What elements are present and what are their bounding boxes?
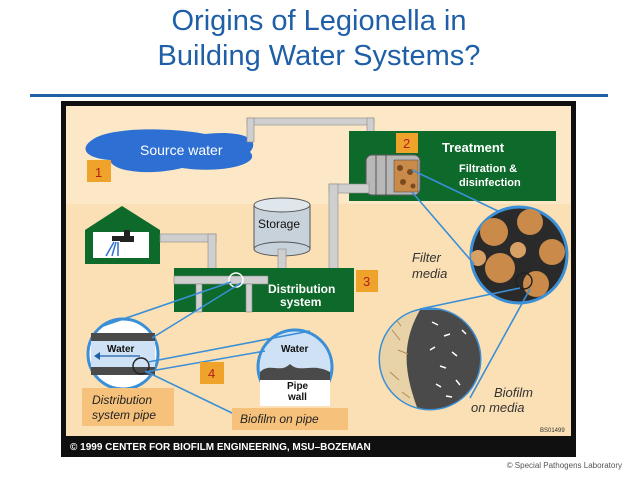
filter-media-label-1: Filter	[412, 250, 442, 265]
biofilm-pipe-caption: Biofilm on pipe	[240, 412, 319, 426]
filtration-label-2: disinfection	[459, 177, 521, 189]
filter-media-label-2: media	[412, 266, 447, 281]
magnification-lines	[99, 169, 531, 414]
pipe-wall-label-2: wall	[287, 392, 307, 403]
figure-code: BS01499	[540, 428, 565, 434]
source-water-label: Source water	[140, 142, 223, 158]
distribution-pipe-caption-box	[82, 388, 174, 426]
title-divider	[30, 94, 608, 97]
biofilm-pipe-magnified	[256, 328, 334, 406]
marker-2-box	[396, 133, 418, 153]
distribution-label-2: system	[280, 295, 321, 309]
distribution-label-1: Distribution	[268, 282, 335, 296]
slide-title-line-2: Building Water Systems?	[157, 40, 481, 72]
filter-media-magnified	[469, 205, 569, 305]
marker-3: 3	[363, 274, 370, 289]
marker-3-box	[356, 270, 378, 292]
building-icon	[85, 206, 160, 264]
biofilm-media-label-2: on media	[471, 400, 524, 415]
marker-1: 1	[95, 165, 102, 180]
distribution-pipe-magnified	[86, 317, 160, 391]
distribution-pipe-drop-1	[195, 283, 203, 313]
treatment-label: Treatment	[442, 140, 505, 155]
water-label-right: Water	[281, 344, 309, 355]
source-water-pond	[85, 129, 254, 173]
distribution-pipe-caption-2: system pipe	[92, 408, 156, 422]
slide-title-line-1: Origins of Legionella in	[171, 5, 467, 37]
marker-2: 2	[403, 136, 410, 151]
biofilm-media-label-1: Biofilm	[494, 385, 533, 400]
storage-tank	[253, 197, 311, 272]
biofilm-pipe-caption-box	[232, 408, 348, 430]
water-label-left: Water	[107, 344, 135, 355]
distribution-pipe	[173, 275, 269, 285]
pipe-wall-label-1: Pipe	[287, 381, 309, 392]
filter-vessel	[365, 154, 421, 196]
distribution-pipe-drop-2	[245, 283, 253, 313]
distribution-system-block	[174, 268, 354, 312]
marker-1-box	[87, 160, 111, 182]
biofilm-media-magnified	[378, 307, 482, 411]
storage-label: Storage	[258, 217, 300, 231]
filtration-label-1: Filtration &	[459, 163, 517, 175]
distribution-pipe-caption-1: Distribution	[92, 393, 152, 407]
footer-credit: © Special Pathogens Laboratory	[506, 461, 622, 470]
marker-4-box	[200, 362, 224, 384]
diagram-copyright: © 1999 CENTER FOR BIOFILM ENGINEERING, M…	[70, 442, 371, 453]
marker-4: 4	[208, 366, 215, 381]
